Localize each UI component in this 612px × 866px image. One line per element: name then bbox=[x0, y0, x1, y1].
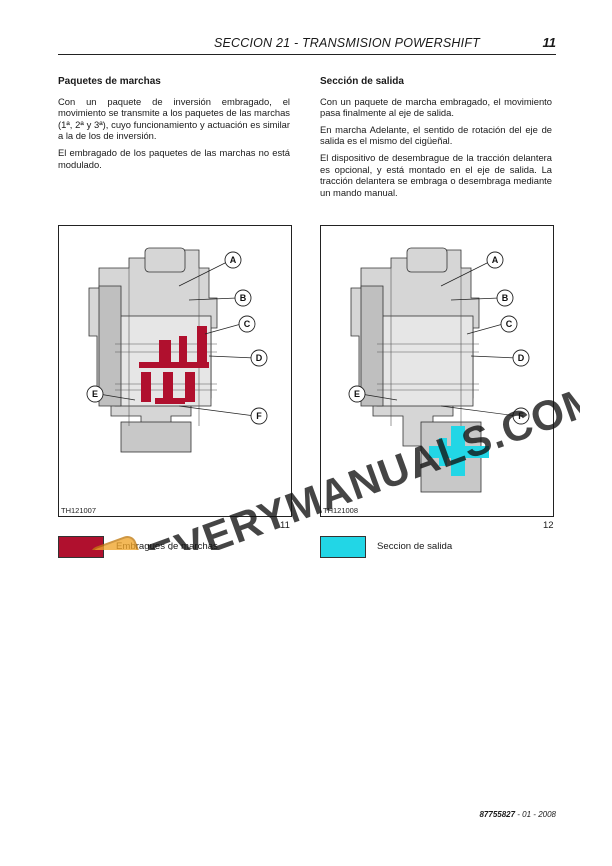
legend-swatch-red bbox=[58, 536, 104, 558]
callout-d: D bbox=[518, 353, 525, 363]
figure-11-transmission-drawing: A B C D E F TH121007 bbox=[58, 225, 292, 517]
left-text-column: Paquetes de marchas Con un paquete de in… bbox=[58, 76, 290, 175]
legend-label-output-section: Seccion de salida bbox=[377, 541, 453, 552]
legend-swatch-cyan bbox=[320, 536, 366, 558]
callout-d: D bbox=[256, 353, 263, 363]
left-paragraph-2: El embragado de los paquetes de las marc… bbox=[58, 146, 290, 170]
page-number: 11 bbox=[542, 35, 557, 50]
figure-number: 12 bbox=[543, 520, 554, 531]
header-divider bbox=[58, 54, 556, 55]
left-heading: Paquetes de marchas bbox=[58, 76, 161, 87]
callout-a: A bbox=[492, 255, 499, 265]
left-paragraph-1: Con un paquete de inversión embragado, e… bbox=[58, 95, 290, 142]
callout-b: B bbox=[502, 293, 509, 303]
right-paragraph-1: Con un paquete de marcha embragado, el m… bbox=[320, 95, 552, 119]
document-date: - 01 - 2008 bbox=[517, 810, 556, 819]
callout-b: B bbox=[240, 293, 247, 303]
figure-12-transmission-drawing: A B C D E F TH121008 bbox=[320, 225, 554, 517]
gear-clutch-highlight bbox=[139, 326, 209, 404]
callout-e: E bbox=[92, 389, 98, 399]
page-footer: 87755827 - 01 - 2008 bbox=[380, 810, 556, 819]
figure-number: 11 bbox=[280, 520, 290, 531]
transmission-diagram-11: A B C D E F bbox=[86, 247, 268, 453]
right-paragraph-2: En marcha Adelante, el sentido de rotaci… bbox=[320, 123, 552, 147]
transmission-diagram-12: A B C D E F bbox=[348, 247, 530, 493]
figure-code: TH121008 bbox=[323, 506, 359, 515]
callout-e: E bbox=[354, 389, 360, 399]
section-title: SECCION 21 - TRANSMISION POWERSHIFT bbox=[213, 36, 480, 50]
callout-f: F bbox=[518, 411, 524, 421]
callout-f: F bbox=[256, 411, 262, 421]
output-section-highlight bbox=[429, 426, 489, 476]
callout-c: C bbox=[244, 319, 251, 329]
figure-code: TH121007 bbox=[61, 506, 97, 515]
right-text-column: Sección de salida Con un paquete de marc… bbox=[320, 76, 552, 203]
document-code: 87755827 bbox=[479, 810, 516, 819]
callout-c: C bbox=[506, 319, 513, 329]
callout-a: A bbox=[230, 255, 237, 265]
legend-label-gear-clutches: Embragues de marchas bbox=[116, 541, 218, 552]
right-heading: Sección de salida bbox=[320, 76, 404, 87]
right-paragraph-3: El dispositivo de desembrague de la trac… bbox=[320, 151, 552, 198]
